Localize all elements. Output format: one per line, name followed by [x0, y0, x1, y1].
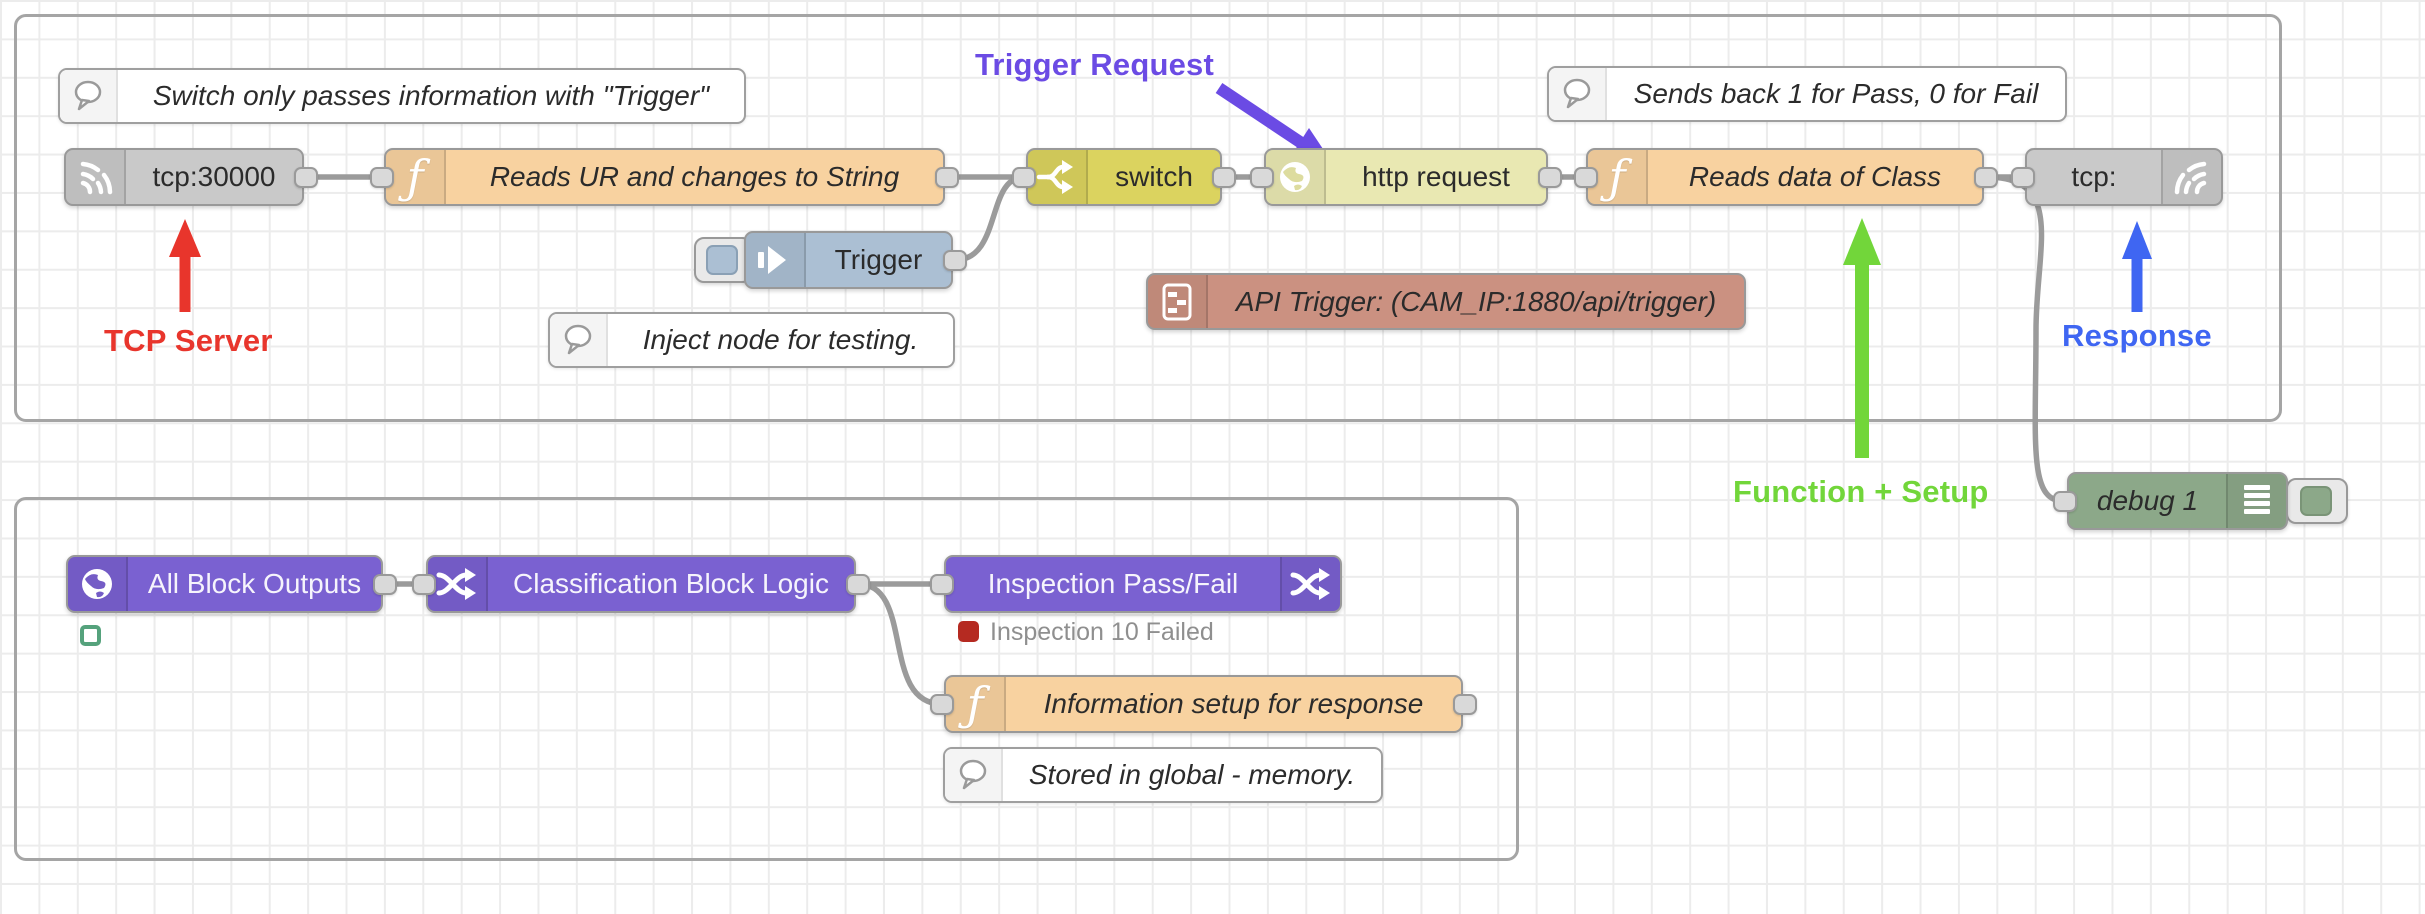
trigger-request-label: Trigger Request	[975, 47, 1214, 82]
comment-label: Inject node for testing.	[642, 324, 919, 355]
node-read-class-function[interactable]: ƒ Reads data of Class	[1586, 148, 1984, 206]
node-http-request[interactable]: http request	[1264, 148, 1548, 206]
port-in-inspection[interactable]	[930, 574, 954, 595]
function-setup-label: Function + Setup	[1733, 474, 1989, 509]
port-in-switch[interactable]	[1012, 167, 1036, 188]
tcp-waves-icon	[66, 150, 126, 204]
comment-label: Stored in global - memory.	[1028, 759, 1356, 790]
port-out-all-block-outputs[interactable]	[373, 574, 397, 595]
group-tcp-flow[interactable]	[14, 14, 2282, 422]
comment-label: Sends back 1 for Pass, 0 for Fail	[1633, 78, 2039, 109]
node-label: http request	[1362, 161, 1510, 192]
port-out-tcp-in[interactable]	[294, 167, 318, 188]
node-label: Inspection Pass/Fail	[987, 568, 1239, 599]
tcp-server-label: TCP Server	[104, 323, 273, 358]
node-label: Classification Block Logic	[513, 568, 829, 599]
comment-bubble-icon	[60, 70, 118, 122]
connected-status-indicator	[80, 625, 101, 646]
debug-toggle-pad	[2300, 486, 2332, 516]
node-switch[interactable]: switch	[1026, 148, 1222, 206]
node-label: switch	[1115, 161, 1193, 192]
node-label: API Trigger: (CAM_IP:1880/api/trigger)	[1235, 286, 1717, 317]
comment-bubble-icon	[550, 314, 608, 366]
group-classification-flow[interactable]	[14, 497, 1519, 861]
port-out-read-class[interactable]	[1974, 167, 1998, 188]
comment-pass-fail-note[interactable]: Sends back 1 for Pass, 0 for Fail	[1547, 66, 2067, 122]
response-label: Response	[2062, 318, 2212, 353]
comment-bubble-icon	[945, 749, 1003, 801]
port-in-read-ur[interactable]	[370, 167, 394, 188]
node-label: tcp:	[2071, 161, 2117, 192]
node-tcp-in[interactable]: tcp:30000	[64, 148, 304, 206]
inject-button[interactable]	[694, 237, 752, 283]
debug-lines-icon	[2226, 474, 2286, 528]
globe-icon	[68, 557, 128, 611]
node-label: Information setup for response	[1043, 688, 1424, 719]
node-all-block-outputs[interactable]: All Block Outputs	[66, 555, 383, 613]
comment-switch-note[interactable]: Switch only passes information with "Tri…	[58, 68, 746, 124]
comment-global-note[interactable]: Stored in global - memory.	[943, 747, 1383, 803]
port-in-http-request[interactable]	[1250, 167, 1274, 188]
function-icon: ƒ	[946, 677, 1006, 731]
port-in-read-class[interactable]	[1574, 167, 1598, 188]
node-inject-trigger[interactable]: Trigger	[744, 231, 953, 289]
port-in-info-setup[interactable]	[930, 694, 954, 715]
node-label: Reads UR and changes to String	[489, 161, 900, 192]
port-in-tcp-reply[interactable]	[2011, 167, 2035, 188]
globe-icon	[1266, 150, 1326, 204]
node-api-trigger[interactable]: API Trigger: (CAM_IP:1880/api/trigger)	[1146, 273, 1746, 330]
template-icon	[1148, 275, 1208, 328]
error-status-indicator	[958, 621, 979, 642]
port-out-info-setup[interactable]	[1453, 694, 1477, 715]
port-out-http-request[interactable]	[1538, 167, 1562, 188]
port-in-debug[interactable]	[2053, 491, 2077, 512]
switch-fork-icon	[1028, 150, 1088, 204]
comment-label: Switch only passes information with "Tri…	[152, 80, 710, 111]
function-icon: ƒ	[1588, 150, 1648, 204]
node-debug[interactable]: debug 1	[2067, 472, 2288, 530]
node-label: debug 1	[2096, 485, 2199, 516]
node-label: Reads data of Class	[1688, 161, 1942, 192]
debug-toggle-button[interactable]	[2286, 478, 2348, 524]
shuffle-icon	[428, 557, 488, 611]
inject-button-pad	[706, 245, 738, 275]
inject-arrow-icon	[746, 233, 806, 287]
node-classification-logic[interactable]: Classification Block Logic	[426, 555, 856, 613]
shuffle-icon	[1280, 557, 1340, 611]
inspection-status-text: Inspection 10 Failed	[990, 618, 1214, 646]
comment-inject-note[interactable]: Inject node for testing.	[548, 312, 955, 368]
node-label: All Block Outputs	[147, 568, 362, 599]
function-icon: ƒ	[386, 150, 446, 204]
port-out-read-ur[interactable]	[935, 167, 959, 188]
node-read-ur-function[interactable]: ƒ Reads UR and changes to String	[384, 148, 945, 206]
node-inspection-pass-fail[interactable]: Inspection Pass/Fail	[944, 555, 1342, 613]
port-out-inject[interactable]	[943, 250, 967, 271]
comment-bubble-icon	[1549, 68, 1607, 120]
node-label: Trigger	[834, 244, 923, 275]
tcp-waves-icon	[2161, 150, 2221, 204]
node-info-setup-function[interactable]: ƒ Information setup for response	[944, 675, 1463, 733]
port-out-classification[interactable]	[846, 574, 870, 595]
port-out-switch[interactable]	[1212, 167, 1236, 188]
port-in-classification[interactable]	[412, 574, 436, 595]
node-label: tcp:30000	[152, 161, 276, 192]
node-tcp-reply[interactable]: tcp:	[2025, 148, 2223, 206]
